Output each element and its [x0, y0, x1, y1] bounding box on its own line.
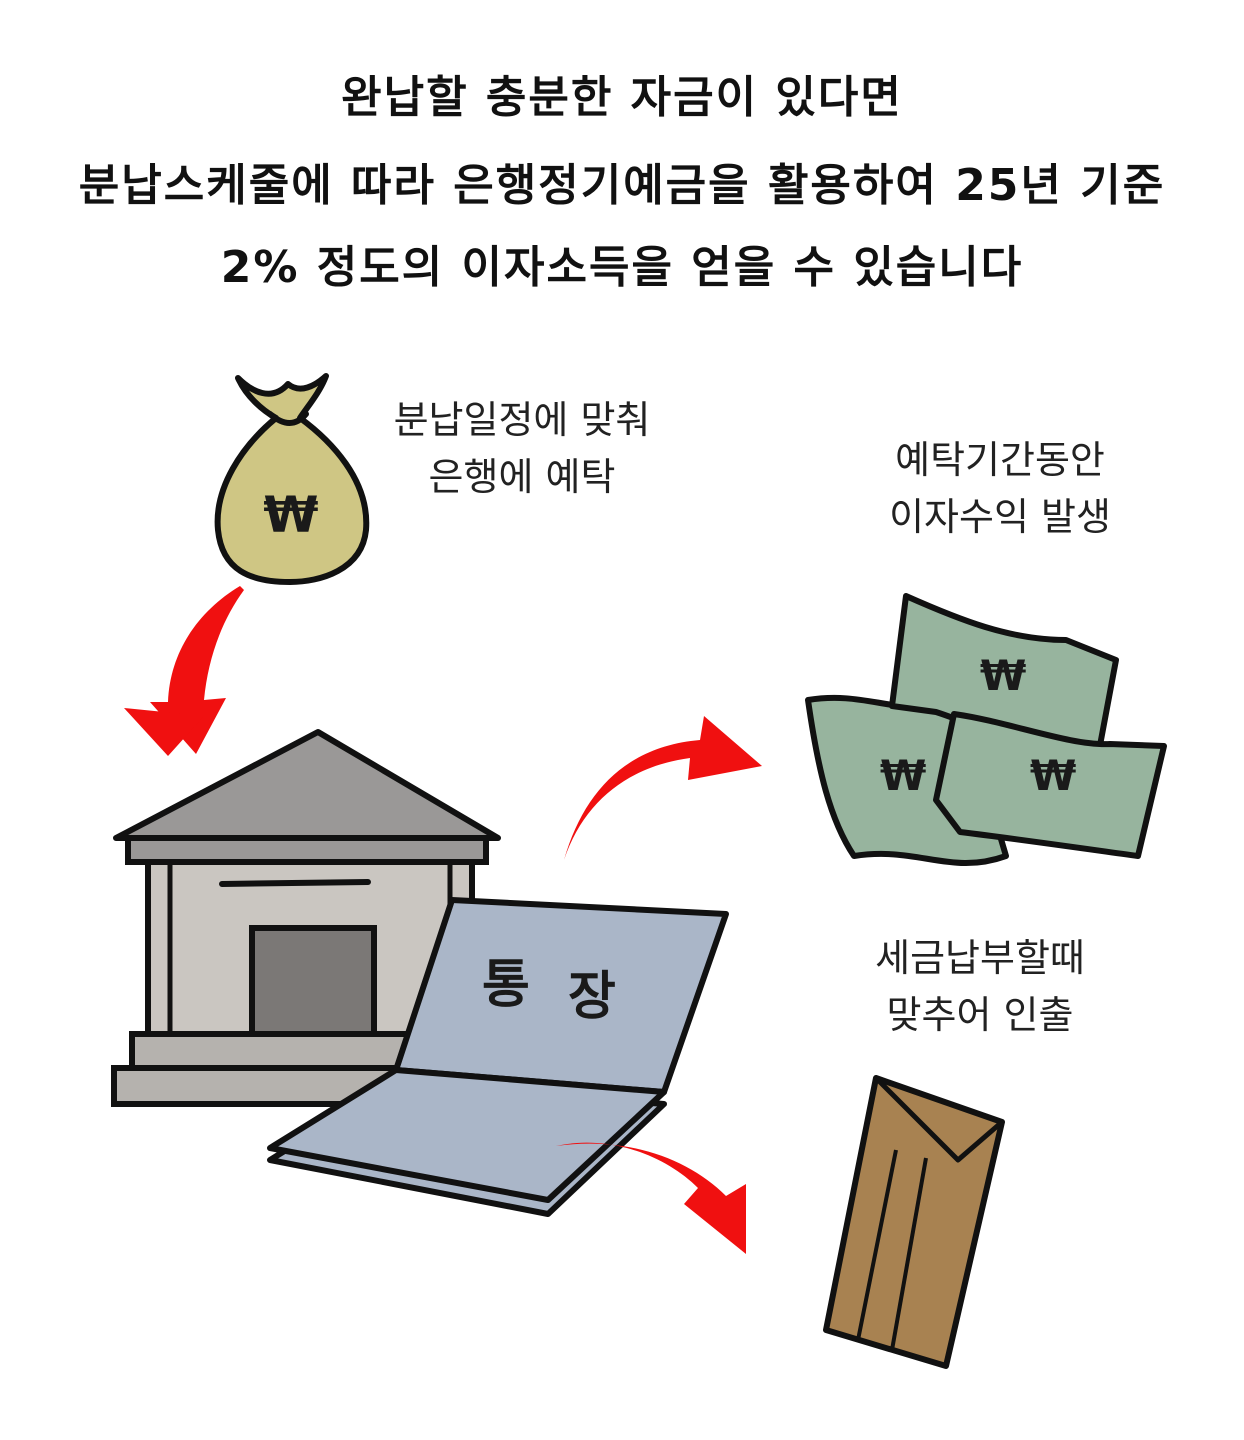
caption-interest-line-1: 예탁기간동안 — [895, 438, 1105, 482]
bankbook-char-2: 장 — [568, 967, 616, 1027]
caption-deposit: 분납일정에 맞춰 은행에 예탁 — [352, 392, 692, 506]
banknote-right: ₩ — [933, 711, 1167, 859]
envelope-icon — [823, 1075, 1005, 1369]
arrow-icon-to-banknotes — [564, 716, 762, 860]
won-symbol: ₩ — [1030, 751, 1076, 800]
arrow-icon-to-envelope — [556, 1142, 746, 1254]
bankbook-char-1: 통 — [482, 955, 530, 1015]
banknotes-icon: ₩ ₩ ₩ — [805, 593, 1167, 866]
arrow-icon-to-bank — [124, 586, 244, 756]
caption-interest: 예탁기간동안 이자수익 발생 — [850, 432, 1150, 546]
won-symbol: ₩ — [880, 751, 926, 800]
headline-line-2: 분납스케줄에 따라 은행정기예금을 활용하여 25년 기준 — [78, 160, 1166, 211]
caption-withdraw-line-1: 세금납부할때 — [875, 936, 1085, 980]
caption-interest-line-2: 이자수익 발생 — [889, 495, 1111, 539]
headline-line-3: 2% 정도의 이자소득을 얻을 수 있습니다 — [220, 242, 1024, 293]
caption-deposit-line-1: 분납일정에 맞춰 — [393, 398, 651, 442]
caption-withdraw: 세금납부할때 맞추어 인출 — [830, 930, 1130, 1044]
headline-line-1: 완납할 충분한 자금이 있다면 — [341, 72, 903, 123]
bankbook-icon: 통 장 — [267, 897, 729, 1217]
won-symbol: ₩ — [980, 651, 1026, 700]
won-symbol: ₩ — [263, 486, 318, 544]
money-bag-icon: ₩ — [214, 373, 370, 585]
caption-deposit-line-2: 은행에 예탁 — [428, 455, 616, 499]
caption-withdraw-line-2: 맞추어 인출 — [886, 993, 1074, 1037]
